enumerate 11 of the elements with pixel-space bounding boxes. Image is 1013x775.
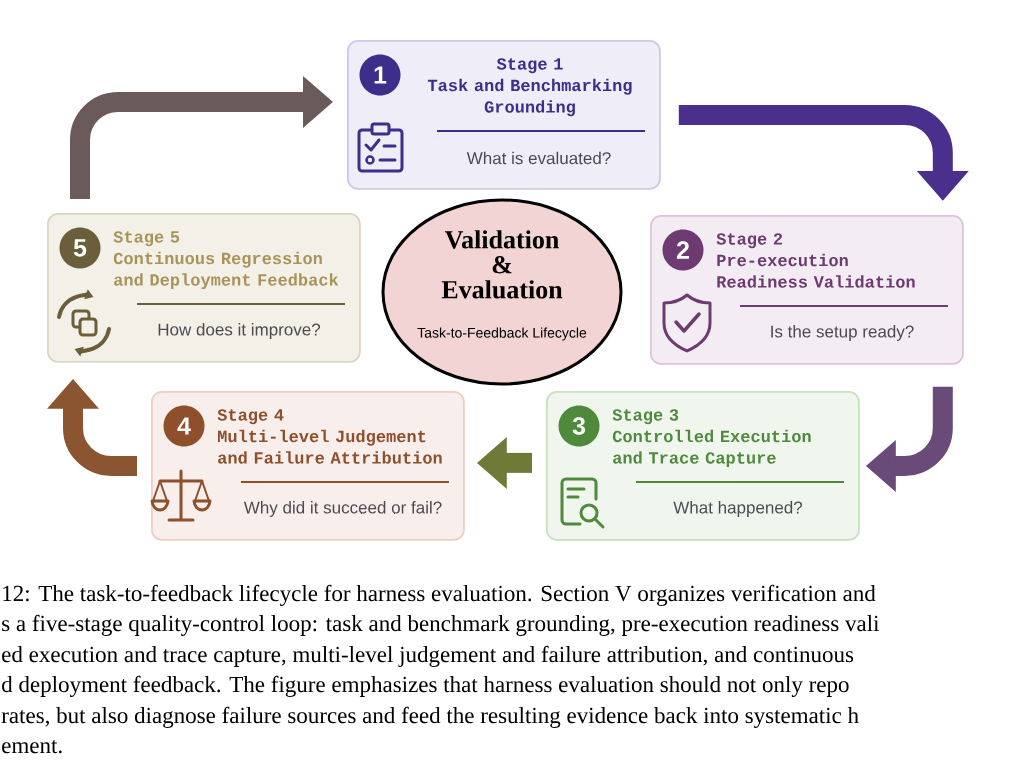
number-badge: 2 [662, 229, 704, 271]
caption-line: 12: The task-to-feedback lifecycle for harness evaluation. Section V organizes verification and [3, 584, 876, 606]
caption-line: s a five-stage quality-control loop: task and benchmark grounding, pre-execution readiness vali [2, 614, 880, 636]
caption-line: ement. [2, 740, 62, 754]
number-badge: 1 [359, 54, 401, 96]
number-badge: 4 [163, 405, 205, 447]
caption-line: rates, but also diagnose failure sources and feed the resulting evidence back into systematic h [1, 706, 859, 728]
caption-line: ed execution and trace capture, multi-level judgement and failure attribution, and continuous [2, 645, 854, 667]
number-badge: 3 [558, 405, 600, 447]
number-badge: 5 [59, 227, 101, 269]
caption-line: d deployment feedback. The figure emphasizes that harness evaluation should not only repo [2, 675, 849, 697]
